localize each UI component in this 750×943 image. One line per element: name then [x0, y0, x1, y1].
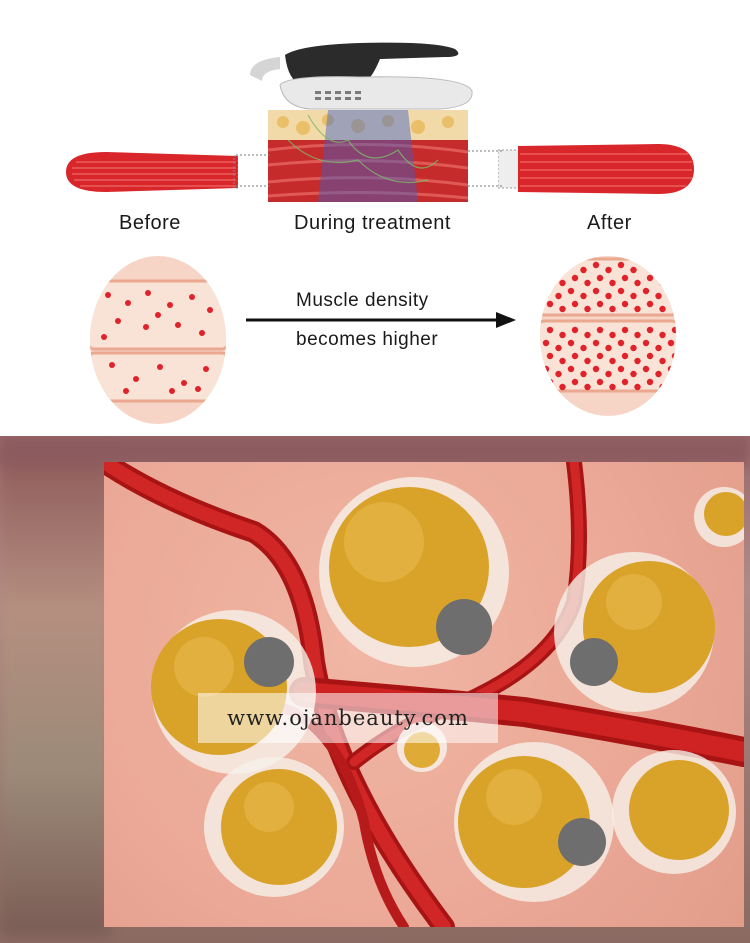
tissue-section-image — [268, 110, 468, 202]
muscle-cells-after-image — [538, 255, 678, 417]
label-after: After — [587, 212, 632, 235]
fat-cell — [454, 742, 614, 902]
label-during: During treatment — [294, 212, 451, 235]
arrow-right-icon — [246, 310, 518, 330]
fat-cell — [554, 552, 715, 712]
dotted-connector-left — [236, 154, 272, 188]
arrow-text-line1: Muscle density — [296, 290, 429, 312]
fat-cell — [204, 757, 344, 897]
fat-cell — [694, 487, 744, 547]
muscle-before-image — [66, 148, 238, 196]
watermark-text: www.ojanbeauty.com — [198, 693, 498, 743]
label-before: Before — [119, 212, 181, 235]
ems-device-icon — [240, 35, 480, 115]
fat-cell — [319, 477, 509, 667]
arrow-text-line2: becomes higher — [296, 329, 438, 351]
dotted-connector-right — [468, 150, 502, 188]
fat-cell — [612, 750, 736, 874]
fat-cell — [151, 610, 316, 774]
muscle-after-image — [498, 140, 694, 198]
muscle-cells-before-image — [88, 255, 228, 425]
illustration-top-panel: Before During treatment After Muscle den… — [0, 0, 750, 436]
